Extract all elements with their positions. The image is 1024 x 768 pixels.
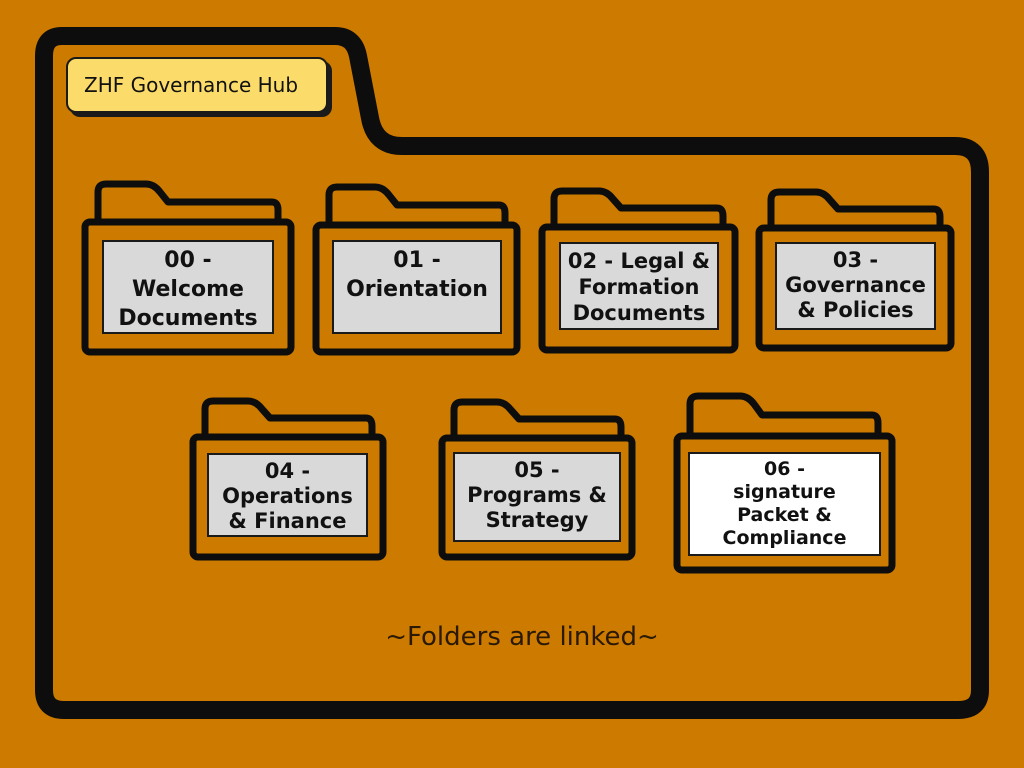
folder-label-text: 00 - Welcome Documents	[118, 248, 258, 331]
folder-03-governance-policies[interactable]: 03 - Governance & Policies	[754, 188, 956, 352]
folder-label: 02 - Legal & Formation Documents	[559, 242, 719, 330]
folder-label-text: 03 - Governance & Policies	[785, 248, 926, 322]
hub-title: ZHF Governance Hub	[84, 73, 299, 97]
folder-label: 06 - signature Packet & Compliance	[688, 452, 881, 556]
folder-04-operations-finance[interactable]: 04 - Operations & Finance	[188, 397, 388, 561]
folder-label-text: 01 - Orientation	[346, 248, 488, 302]
folder-05-programs-strategy[interactable]: 05 - Programs & Strategy	[437, 398, 637, 561]
hub-title-tab: ZHF Governance Hub	[66, 57, 328, 113]
folder-label: 03 - Governance & Policies	[775, 242, 936, 330]
folder-02-legal-formation-documents[interactable]: 02 - Legal & Formation Documents	[537, 187, 740, 354]
folder-01-orientation[interactable]: 01 - Orientation	[311, 183, 522, 356]
folder-label: 05 - Programs & Strategy	[453, 452, 621, 542]
folder-00-welcome-documents[interactable]: 00 - Welcome Documents	[80, 180, 296, 356]
folder-label-text: 05 - Programs & Strategy	[467, 458, 607, 532]
folder-label-text: 04 - Operations & Finance	[222, 459, 353, 533]
folder-06-signature-packet-compliance[interactable]: 06 - signature Packet & Compliance	[672, 392, 897, 574]
folder-label: 04 - Operations & Finance	[207, 453, 368, 537]
folder-label-text: 02 - Legal & Formation Documents	[567, 249, 711, 325]
folder-label-text: 06 - signature Packet & Compliance	[722, 458, 847, 549]
folder-label: 01 - Orientation	[332, 240, 502, 334]
folder-label: 00 - Welcome Documents	[102, 240, 274, 334]
footer-note: ~Folders are linked~	[385, 622, 659, 652]
